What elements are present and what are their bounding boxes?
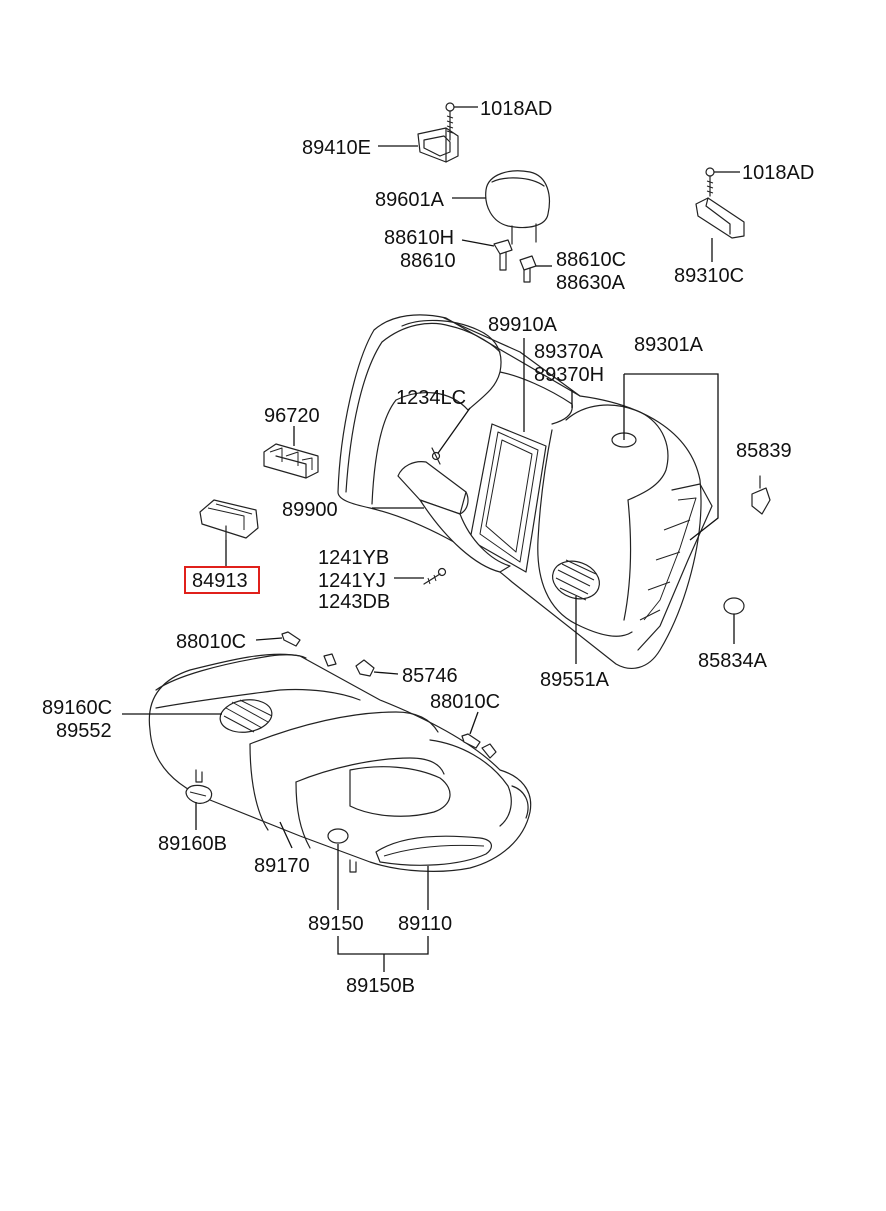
screw-1018AD-right[interactable] [705, 167, 715, 197]
label-89552: 89552 [56, 720, 112, 742]
seat-cushion-assembly[interactable] [148, 653, 532, 873]
label-88610: 88610 [400, 250, 456, 272]
label-1241YJ: 1241YJ [318, 570, 386, 592]
label-89370H: 89370H [534, 364, 604, 386]
label-89310C: 89310C [674, 265, 744, 287]
label-89110: 89110 [398, 913, 452, 935]
label-89160C: 89160C [42, 697, 112, 719]
label-88610C: 88610C [556, 249, 626, 271]
label-1018AD-top: 1018AD [480, 98, 552, 120]
label-84913: 84913 [192, 570, 248, 592]
screw-1018AD-top[interactable] [445, 102, 455, 141]
label-96720: 96720 [264, 405, 320, 427]
label-89410E: 89410E [302, 137, 371, 159]
headrest-89601A[interactable] [485, 170, 551, 245]
cap-85834A[interactable] [723, 597, 745, 644]
label-89170: 89170 [254, 855, 310, 877]
label-1243DB: 1243DB [318, 591, 390, 613]
bolt-88010C-mid[interactable] [461, 733, 481, 749]
label-89601A: 89601A [375, 189, 445, 211]
label-88610H: 88610H [384, 227, 454, 249]
pad-89160B[interactable] [185, 784, 213, 804]
label-1018AD-right: 1018AD [742, 162, 814, 184]
hinge-bracket-89310C[interactable] [695, 197, 745, 239]
bracket-84913[interactable] [199, 499, 259, 541]
label-88630A: 88630A [556, 272, 626, 294]
clip-85746[interactable] [355, 659, 375, 677]
label-89150B: 89150B [346, 975, 415, 997]
screw-1234LC[interactable] [431, 447, 441, 465]
label-1234LC: 1234LC [396, 387, 466, 409]
highlight-box-84913 [184, 566, 260, 594]
label-89301A: 89301A [634, 334, 704, 356]
label-85746: 85746 [402, 665, 458, 687]
label-88010C-top: 88010C [176, 631, 246, 653]
bracket-small-right[interactable] [481, 743, 497, 759]
switch-96720[interactable] [263, 443, 319, 479]
headrest-guide-88610C[interactable] [519, 255, 537, 283]
label-85839: 85839 [736, 440, 792, 462]
headrest-guide-bracket-89410E[interactable] [417, 127, 459, 163]
label-88010C-mid: 88010C [430, 691, 500, 713]
headrest-guide-88610[interactable] [493, 239, 513, 271]
label-85834A: 85834A [698, 650, 768, 672]
bolt-88010C-top[interactable] [281, 631, 301, 647]
clip-85839[interactable] [751, 475, 771, 515]
label-89900: 89900 [282, 499, 338, 521]
label-89150: 89150 [308, 913, 364, 935]
label-89551A: 89551A [540, 669, 610, 691]
label-1241YB: 1241YB [318, 547, 389, 569]
label-89160B: 89160B [158, 833, 227, 855]
label-89370A: 89370A [534, 341, 604, 363]
screw-1241YJ[interactable] [423, 567, 447, 585]
bracket-small-top[interactable] [323, 653, 337, 667]
label-89910A: 89910A [488, 314, 558, 336]
seat-back-assembly[interactable] [337, 314, 713, 669]
